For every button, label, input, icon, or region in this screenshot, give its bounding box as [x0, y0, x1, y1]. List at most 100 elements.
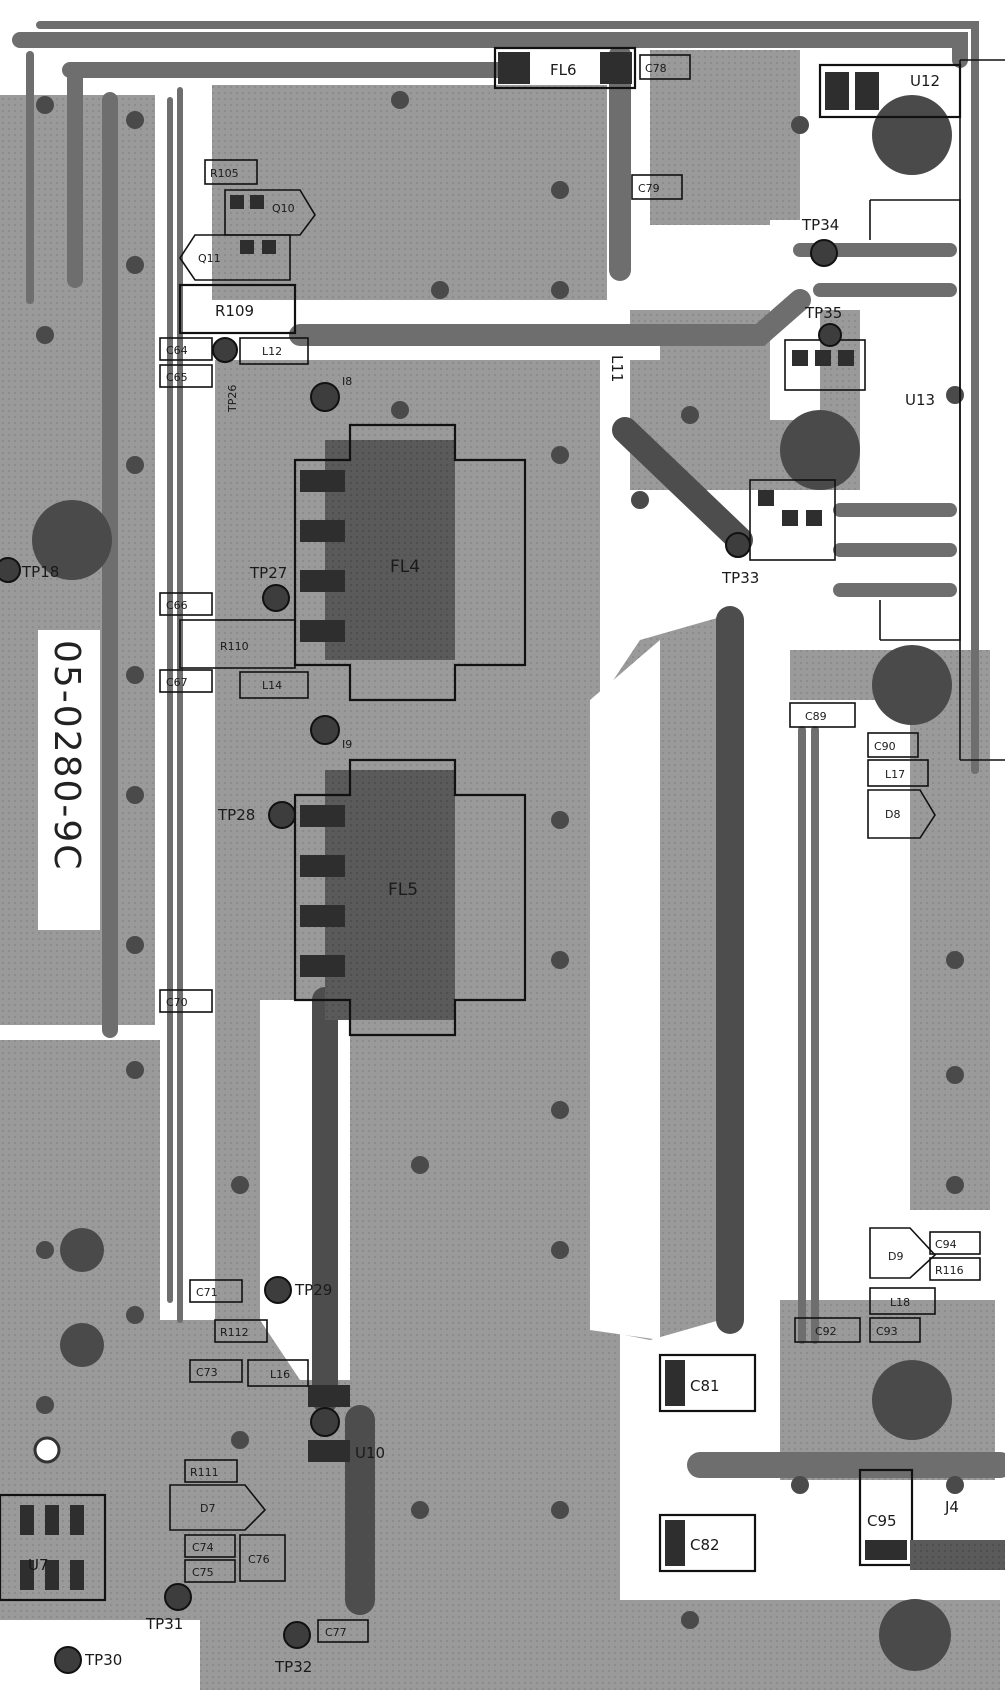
- svg-text:TP33: TP33: [721, 569, 759, 587]
- svg-text:C74: C74: [192, 1541, 214, 1554]
- ground-pads: [32, 95, 952, 1671]
- pad-cluster-u13: [749, 479, 836, 561]
- inductor-l16: L16: [247, 1359, 309, 1387]
- capacitor-c89: C89: [789, 702, 856, 728]
- svg-text:R111: R111: [190, 1466, 219, 1479]
- svg-text:R110: R110: [220, 640, 249, 653]
- svg-text:D8: D8: [885, 808, 900, 821]
- svg-text:TP34: TP34: [801, 216, 839, 234]
- capacitor-c64: C64: [159, 337, 213, 361]
- svg-text:C64: C64: [166, 344, 188, 357]
- capacitor-c76: C76: [239, 1534, 286, 1582]
- capacitor-c70: C70: [159, 989, 213, 1013]
- connector-j4: C95 J4: [858, 1468, 1005, 1570]
- resistor-r109: R109: [178, 283, 297, 335]
- u12-label: U12: [910, 72, 940, 90]
- svg-text:TP35: TP35: [804, 304, 842, 322]
- svg-text:C76: C76: [248, 1553, 270, 1566]
- vias: [36, 91, 964, 1629]
- traces: [12, 21, 1005, 1615]
- smd-parts: R105 Q10 Q11 R109 C64 C65 L12 C66 C67 R1…: [159, 54, 981, 1643]
- svg-text:C70: C70: [166, 996, 188, 1009]
- svg-text:R112: R112: [220, 1326, 249, 1339]
- inductor-l17: L17: [867, 759, 929, 787]
- svg-text:C90: C90: [874, 740, 896, 753]
- svg-text:Q10: Q10: [272, 202, 295, 215]
- capacitor-c79: C79: [631, 174, 683, 200]
- svg-text:TP31: TP31: [145, 1615, 183, 1633]
- ic-u10: U10: [308, 1385, 385, 1462]
- svg-text:C81: C81: [690, 1377, 720, 1395]
- fl4-label: FL4: [390, 557, 420, 577]
- capacitor-c66: C66: [159, 592, 213, 616]
- u13-label: U13: [905, 391, 935, 409]
- resistor-r116: R116: [929, 1257, 981, 1281]
- resistor-r111: R111: [184, 1459, 238, 1483]
- diode-d7: D7: [169, 1484, 267, 1531]
- l11-label: L11: [608, 355, 626, 382]
- svg-text:L17: L17: [885, 768, 905, 781]
- capacitor-c94: C94: [929, 1231, 981, 1255]
- ic-u7: U7: [0, 1493, 107, 1602]
- filter-fl4: FL4: [293, 423, 527, 702]
- capacitor-c71: C71: [189, 1279, 243, 1303]
- svg-text:TP32: TP32: [274, 1658, 312, 1676]
- diode-d8: D8: [867, 789, 936, 839]
- svg-text:C73: C73: [196, 1366, 218, 1379]
- svg-text:C77: C77: [325, 1626, 347, 1639]
- svg-text:D7: D7: [200, 1502, 215, 1515]
- transistor-q11: Q11: [179, 234, 291, 281]
- svg-text:Q11: Q11: [198, 252, 221, 265]
- capacitor-c82: C82: [658, 1513, 757, 1573]
- fl5-label: FL5: [388, 880, 418, 900]
- svg-text:C65: C65: [166, 371, 188, 384]
- u10-label: U10: [355, 1444, 385, 1462]
- capacitor-c74: C74: [184, 1534, 236, 1558]
- test-points: TP18 TP26 TP27 TP28 TP29 TP30 TP31 TP32 …: [0, 216, 842, 1676]
- svg-text:TP18: TP18: [21, 563, 59, 581]
- capacitor-c90: C90: [867, 732, 919, 758]
- capacitor-c77: C77: [317, 1619, 369, 1643]
- resistor-r105: R105: [204, 159, 258, 185]
- svg-text:C94: C94: [935, 1238, 957, 1251]
- svg-text:TP27: TP27: [249, 564, 287, 582]
- resistor-r112: R112: [214, 1319, 268, 1343]
- capacitor-c93: C93: [869, 1317, 921, 1343]
- ic-u13: U13: [869, 59, 1005, 761]
- capacitor-c92: C92: [794, 1317, 861, 1343]
- c95-label: C95: [867, 1512, 897, 1530]
- svg-text:R116: R116: [935, 1264, 964, 1277]
- capacitor-c73: C73: [189, 1359, 243, 1383]
- capacitor-c67: C67: [159, 669, 213, 693]
- i8-label: I8: [342, 375, 352, 388]
- diode-d9: D9: [869, 1227, 937, 1279]
- svg-text:C82: C82: [690, 1536, 720, 1554]
- svg-text:L16: L16: [270, 1368, 290, 1381]
- svg-text:TP28: TP28: [217, 806, 255, 824]
- filter-fl5: FL5: [293, 758, 527, 1037]
- fl6-label: FL6: [550, 61, 577, 79]
- svg-text:C89: C89: [805, 710, 827, 723]
- svg-text:C79: C79: [638, 182, 660, 195]
- svg-text:L18: L18: [890, 1296, 910, 1309]
- inductor-l18: L18: [869, 1287, 936, 1315]
- svg-text:R109: R109: [215, 302, 254, 320]
- filter-fl6: FL6: [493, 46, 637, 90]
- svg-text:R105: R105: [210, 167, 239, 180]
- board-code-label: 05-0280-9C: [38, 630, 100, 930]
- capacitor-c78: C78: [639, 54, 691, 80]
- svg-text:C92: C92: [815, 1325, 837, 1338]
- svg-text:C67: C67: [166, 676, 188, 689]
- j4-label: J4: [944, 1498, 959, 1516]
- svg-text:C71: C71: [196, 1286, 218, 1299]
- inductor-l12: L12: [239, 337, 309, 365]
- svg-text:TP30: TP30: [84, 1651, 122, 1669]
- svg-text:C66: C66: [166, 599, 188, 612]
- svg-text:C78: C78: [645, 62, 667, 75]
- capacitor-c81: C81: [658, 1353, 757, 1413]
- svg-text:C75: C75: [192, 1566, 214, 1579]
- resistor-r110: R110: [179, 619, 296, 669]
- transistor-q10: Q10: [224, 189, 316, 236]
- svg-text:C93: C93: [876, 1325, 898, 1338]
